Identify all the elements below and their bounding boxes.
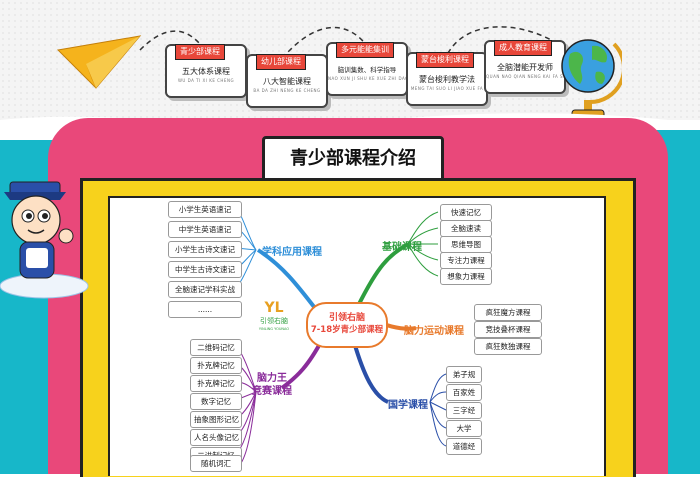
globe-icon — [561, 39, 622, 119]
list-item[interactable]: 数字记忆 — [190, 393, 242, 410]
logo-sub: YINLING YOUNAO — [258, 327, 290, 331]
course-card-youth[interactable]: 青少部课程 五大体系课程 WU DA TI XI KE CHENG — [165, 44, 247, 98]
list-item[interactable]: 抽象图形记忆 — [190, 411, 242, 428]
card-title: 脑训集数、科学指导 — [337, 66, 397, 74]
list-item[interactable]: 道德经 — [446, 438, 482, 455]
course-card-montessori[interactable]: 蒙台梭利课程 蒙台梭利教学法 MENG TAI SUO LI JIAO XUE … — [406, 52, 488, 106]
card-title: 八大智能课程 — [263, 77, 311, 86]
list-item[interactable]: 想象力课程 — [440, 268, 492, 285]
paper-plane-icon — [56, 35, 142, 89]
list-item[interactable]: 全脑速读 — [440, 220, 492, 237]
logo-name: 引领右脑 — [260, 317, 288, 325]
center-title: 引领右脑 — [328, 313, 365, 323]
list-item[interactable]: 全脑速记学科实战 — [168, 281, 242, 298]
course-card-kids[interactable]: 幼儿部课程 八大智能课程 BA DA ZHI NENG KE CHENG — [246, 54, 328, 108]
card-subtitle: WU DA TI XI KE CHENG — [177, 78, 235, 83]
list-item[interactable]: 三字经 — [446, 402, 482, 419]
logo-mark: YL — [264, 300, 284, 316]
list-item[interactable]: 小学生英语速记 — [168, 201, 242, 218]
card-subtitle: MENG TAI SUO LI JIAO XUE FA — [410, 86, 484, 91]
list-item[interactable]: 疯狂魔方课程 — [474, 304, 542, 321]
card-tag: 幼儿部课程 — [256, 54, 306, 70]
list-item[interactable]: 百家姓 — [446, 384, 482, 401]
list-item[interactable]: ...... — [168, 301, 242, 318]
board-title: 青少部课程介绍 — [262, 136, 444, 182]
branch-label-guoxue[interactable]: 国学课程 — [388, 400, 428, 411]
list-item[interactable]: 专注力课程 — [440, 252, 492, 269]
card-tag: 蒙台梭利课程 — [416, 52, 474, 68]
list-item[interactable]: 扑克牌记忆 — [190, 357, 242, 374]
list-item[interactable]: 中学生古诗文速记 — [168, 261, 242, 278]
card-tag: 青少部课程 — [175, 44, 225, 60]
yinling-logo: YL 引领右脑 YINLING YOUNAO — [256, 300, 292, 340]
list-item[interactable]: 二维码记忆 — [190, 339, 242, 356]
card-tag: 成人教育课程 — [494, 40, 552, 56]
list-item[interactable]: 小学生古诗文速记 — [168, 241, 242, 258]
list-item[interactable]: 竞技叠杯课程 — [474, 321, 542, 338]
branch-label-subject[interactable]: 学科应用课程 — [262, 247, 322, 258]
branch-label-line: 脑力王 — [257, 373, 287, 384]
mindmap-center[interactable]: 引领右脑 7-18岁青少部课程 — [306, 302, 388, 348]
card-tag: 多元能能集训 — [336, 42, 394, 58]
card-title: 五大体系课程 — [182, 67, 230, 76]
branch-label-compete[interactable]: 脑力王 竞赛课程 — [252, 372, 292, 398]
branch-label-sport[interactable]: 脑力运动课程 — [404, 326, 464, 337]
list-item[interactable]: 快速记忆 — [440, 204, 492, 221]
list-item[interactable]: 随机词汇 — [190, 455, 242, 472]
list-item[interactable]: 人名头像记忆 — [190, 429, 242, 446]
center-subtitle: 7-18岁青少部课程 — [310, 325, 384, 335]
branch-label-line: 竞赛课程 — [252, 386, 292, 397]
list-item[interactable]: 大学 — [446, 420, 482, 437]
course-card-adult[interactable]: 成人教育课程 全脑潜能开发师 QUAN NAO QIAN NENG KAI FA… — [484, 40, 569, 94]
card-title: 全脑潜能开发师 — [497, 63, 553, 72]
list-item[interactable]: 扑克牌记忆 — [190, 375, 242, 392]
list-item[interactable]: 思维导图 — [440, 236, 492, 253]
card-subtitle: BA DA ZHI NENG KE CHENG — [253, 88, 321, 93]
mascot-icon — [0, 181, 89, 299]
list-item[interactable]: 疯狂数独课程 — [474, 338, 542, 355]
card-subtitle: QUAN NAO QIAN NENG KAI FA SHI — [486, 74, 569, 79]
branch-label-basic[interactable]: 基础课程 — [382, 242, 422, 253]
card-title: 蒙台梭利教学法 — [419, 75, 475, 84]
course-card-training[interactable]: 多元能能集训 脑训集数、科学指导 NAO XUN JI SHU KE XUE Z… — [326, 42, 408, 96]
list-item[interactable]: 中学生英语速记 — [168, 221, 242, 238]
list-item[interactable]: 弟子规 — [446, 366, 482, 383]
card-subtitle: NAO XUN JI SHU KE XUE ZHI DAO — [328, 76, 409, 81]
